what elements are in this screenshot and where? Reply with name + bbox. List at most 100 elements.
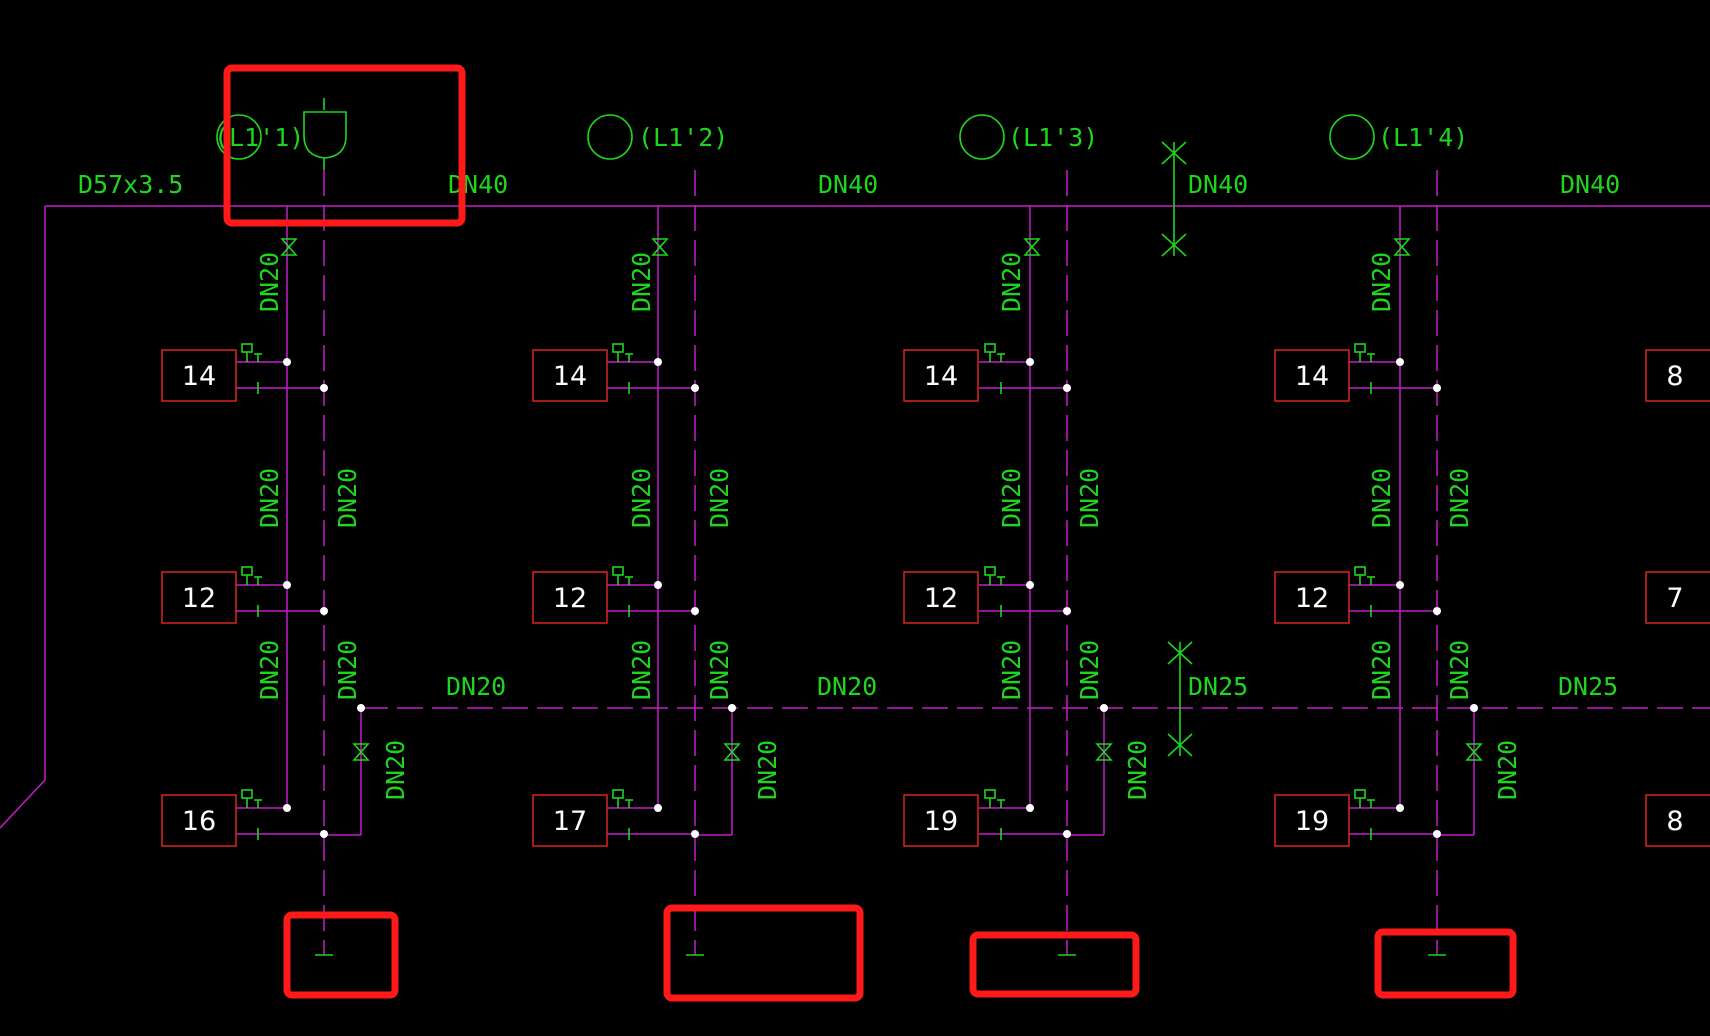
valve-icon [1095,743,1113,761]
load-box[interactable] [903,349,979,402]
joint-dot [654,581,662,589]
joint-dot [1470,704,1478,712]
valve-shape [1095,743,1113,761]
joint-dot [654,358,662,366]
load-value: 12 [182,583,216,614]
main-pipe-dn-label: DN40 [1188,170,1248,199]
load-value: 12 [924,583,958,614]
load-value: 16 [182,806,216,837]
riser-tag-circle [216,114,262,160]
thermostat-valve-icon [241,566,253,576]
joint-dot [357,704,365,712]
return-dn-label: DN20 [1445,640,1474,700]
valve-shape [1023,238,1041,256]
valve-icon [1023,238,1041,256]
bypass-dn-label: DN20 [1123,740,1152,800]
riser-tag-circle [587,114,633,160]
thermostat-valve-icon [1354,789,1366,799]
highlight-box[interactable] [969,931,1140,998]
joint-dot [1063,830,1071,838]
riser-group[interactable]: (L1'4) DN20 DN20 DN20 DN20 DN20 DN20 14 … [1274,114,1522,956]
bypass-dn-label: DN20 [1493,740,1522,800]
load-box[interactable] [1645,571,1710,624]
riser-dn-label: DN20 [627,468,656,528]
highlight-box[interactable] [223,64,466,227]
return-dn-label: DN20 [1075,640,1104,700]
joint-dot [1063,607,1071,615]
load-value: 12 [1295,583,1329,614]
load-value: 17 [553,806,587,837]
joint-dot [691,830,699,838]
load-value: 19 [924,806,958,837]
riser-dn-label: DN20 [1367,468,1396,528]
load-box[interactable] [1645,349,1710,402]
load-box[interactable] [1274,794,1350,847]
load-box[interactable] [532,349,608,402]
highlight-box[interactable] [663,904,864,1002]
joint-dot [1396,804,1404,812]
joint-dot [654,804,662,812]
bypass-dn-label: DN20 [381,740,410,800]
joint-dot [691,384,699,392]
valve-shape [280,238,298,256]
load-box[interactable] [161,571,237,624]
joint-dot [1026,581,1034,589]
load-box[interactable] [1645,794,1710,847]
riser-dn-label: DN20 [997,468,1026,528]
joint-dot [1063,384,1071,392]
riser-group[interactable]: (L1'1) DN20 DN20 DN20 DN20 DN20 DN20 14 … [161,114,410,956]
load-value: 14 [182,361,216,392]
thermostat-valve-icon [241,789,253,799]
load-value: 19 [1295,806,1329,837]
riser-dn-label: DN20 [1367,640,1396,700]
riser-dn-label: DN20 [1367,252,1396,312]
valve-icon [352,743,370,761]
load-box[interactable] [161,349,237,402]
riser-tag: (L1'4) [1378,123,1468,152]
main-pipe-dn-label: DN40 [448,170,508,199]
thermostat-valve-icon [612,789,624,799]
riser-tag: (L1'2) [638,123,728,152]
joint-dot [1433,607,1441,615]
thermostat-valve-icon [612,343,624,353]
load-value: 12 [553,583,587,614]
load-box[interactable] [903,571,979,624]
valve-shape [1393,238,1411,256]
riser-dn-label: DN20 [255,252,284,312]
load-box[interactable] [161,794,237,847]
valve-icon [723,743,741,761]
load-value: 8 [1666,361,1683,392]
highlight-box[interactable] [283,911,399,999]
riser-dn-label: DN20 [255,468,284,528]
load-box[interactable] [1274,349,1350,402]
load-value: 7 [1666,583,1683,614]
joint-dot [283,804,291,812]
return-dn-label: DN20 [705,640,734,700]
valve-icon [651,238,669,256]
highlight-box[interactable] [1374,928,1517,999]
joint-dot [1026,358,1034,366]
joint-dot [320,607,328,615]
valve-shape [651,238,669,256]
valve-icon [280,238,298,256]
return-pipe-dn-label: DN25 [1558,672,1618,701]
main-pipe-size-label: D57x3.5 [78,170,183,199]
load-box[interactable] [532,794,608,847]
riser-group[interactable]: (L1'3) DN20 DN20 DN20 DN20 DN20 DN20 14 … [903,114,1152,956]
return-dn-label: DN20 [705,468,734,528]
valve-icon [1465,743,1483,761]
load-box[interactable] [532,571,608,624]
thermostat-valve-icon [612,566,624,576]
riser-dn-label: DN20 [997,640,1026,700]
joint-dot [1100,704,1108,712]
load-box[interactable] [1274,571,1350,624]
riser-tag-circle [959,114,1005,160]
riser-group[interactable]: (L1'2) DN20 DN20 DN20 DN20 DN20 DN20 14 … [532,114,782,956]
load-box[interactable] [903,794,979,847]
riser-tag: (L1'3) [1008,123,1098,152]
thermostat-valve-icon [1354,566,1366,576]
valve-icon [1393,238,1411,256]
return-dn-label: DN20 [333,640,362,700]
joint-dot [1396,581,1404,589]
